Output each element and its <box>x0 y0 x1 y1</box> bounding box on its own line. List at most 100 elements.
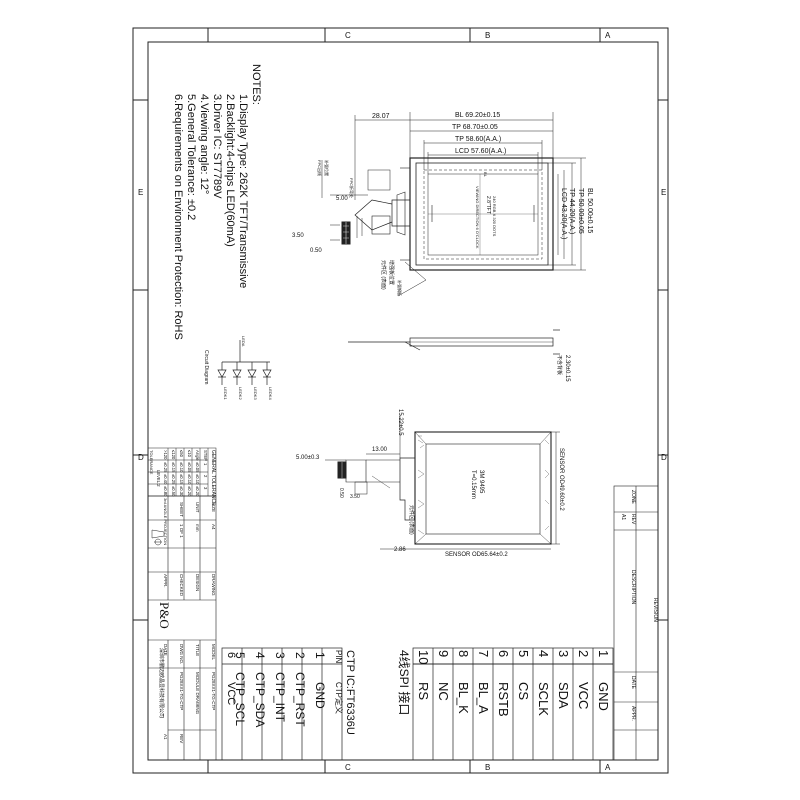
note-line: 3.Driver IC: ST7789V <box>211 94 223 199</box>
panel-size-label: 2.8"TFT <box>485 196 491 214</box>
rev-header: APPR. <box>630 706 636 721</box>
col-label: B <box>485 763 490 772</box>
tol-cell: ±0.10 <box>187 474 192 485</box>
company-logo: P&O <box>157 602 172 629</box>
ctp-pin-number: 3 <box>273 652 287 659</box>
dim-thickness: 2.30±0.15 <box>564 355 570 382</box>
tb-label: TITLE <box>195 644 200 656</box>
ctp-pin-number: 6 <box>225 652 237 658</box>
ctp-pin-name: CTP_SCL <box>233 672 247 726</box>
led-label: LEDK2 <box>238 387 243 400</box>
circuit-diagram <box>217 340 272 385</box>
tol-cell: STEP <box>203 450 208 461</box>
rev-header: DATE <box>630 676 636 690</box>
ctp-pin-number: 4 <box>253 652 267 659</box>
tol-cell: ≤50 <box>179 450 184 458</box>
col-label: A <box>605 31 611 40</box>
tol-cell: ±0.10 <box>195 474 200 485</box>
dimension-lines-top <box>321 112 586 271</box>
panel-resolution-label: 240 RGB X 320 DOTS <box>492 196 497 237</box>
tol-cell: ±0.80 <box>163 486 168 497</box>
notes-block: NOTES: 1.Display Type: 262K TFT/Transmis… <box>172 64 262 340</box>
fpc-note: 元件区 (表面) <box>408 505 415 535</box>
note-line: 1.Display Type: 262K TFT/Transmissive <box>237 94 249 288</box>
dim-sensor-width: SENSOR OD65.64±0.2 <box>445 552 508 558</box>
rev-header: ZONE <box>630 490 636 505</box>
rev-header: REV <box>630 514 636 525</box>
ctp-header: CTP定义 <box>334 682 344 714</box>
title-block-text: SIZE A4 UNIT mm SHEET 1 OF 1 3rd ANGLE P… <box>157 498 216 743</box>
tol-cell: ±0.15 <box>171 462 176 473</box>
led-label: LEDK1 <box>223 387 228 400</box>
tb-projection: 3rd ANGLE PROJECTION <box>163 498 168 545</box>
fpc-note: 补强位置 <box>324 160 330 176</box>
tb-label: REV <box>179 734 184 743</box>
col-label: C <box>345 763 351 772</box>
tb-label: DWG NO. <box>179 644 184 664</box>
note-line: 5.General Tolerance: ±0.2 <box>185 94 197 220</box>
tol-cell: Angle <box>195 450 200 461</box>
bl-marker: BL <box>483 172 488 178</box>
tb-dwg: PG28XX1-TG-CTP <box>179 672 184 710</box>
spi-pin-number: 4 <box>536 650 551 657</box>
dim-label: 0.50 <box>338 488 344 498</box>
led-label: LEDK3 <box>253 387 258 400</box>
tol-cell: ±0.10 <box>179 462 184 473</box>
dimension-lines-ctp <box>325 415 560 550</box>
tb-value: A4 <box>211 524 216 530</box>
spi-pin-name: VCC <box>576 682 591 709</box>
drawing-border <box>132 27 669 774</box>
ctp-table-title: CTP IC:FT6336U <box>344 650 356 735</box>
spi-pin-name: RSTB <box>496 682 511 717</box>
tol-cell: ±0.25 <box>171 474 176 485</box>
tol-cell: ±0.30 <box>179 486 184 497</box>
ctp-pin-name: VCC <box>225 682 237 705</box>
ctp-pin-text: PIN CTP定义 1 GND 2 CTP_RST 3 CTP_INT 4 CT… <box>225 650 356 735</box>
col-label: B <box>485 31 490 40</box>
border-labels: C B A C B A E D E D <box>138 31 667 772</box>
spi-pin-name: CS <box>516 682 531 700</box>
ctp-pin-number: 2 <box>293 652 307 659</box>
tb-label: CHECKED <box>179 574 184 597</box>
tol-cell: ±0.40 <box>163 474 168 485</box>
circuit-title: Circuit Diagram <box>203 350 209 384</box>
note-line: 6.Requirements on Environment Protection… <box>172 94 184 340</box>
circuit-top-label: LEDA <box>241 336 246 347</box>
rev-title: REVISION <box>652 598 658 622</box>
spi-pin-number: 9 <box>436 650 451 657</box>
tb-label: DESIGN <box>195 574 200 591</box>
tb-label: DRAWING <box>211 574 216 596</box>
dimension-labels-ctp: SENSOR OD65.64±0.2 SENSOR OD49.60±0.2 15… <box>296 409 564 558</box>
fpc-note: FPC折弯处 <box>349 178 355 198</box>
tb-value: mm <box>195 524 200 532</box>
tol-cell: 3 <box>203 487 208 490</box>
tb-label: MODEL <box>211 644 216 661</box>
circuit-labels: LEDA Circuit Diagram LEDK1 LEDK2 LEDK3 L… <box>203 336 273 400</box>
dim-sensor-height: SENSOR OD49.60±0.2 <box>558 448 564 511</box>
spi-table-title: 4线SPI 接口 <box>397 650 412 715</box>
title-block <box>147 495 217 761</box>
dim-label: 13.00 <box>372 447 388 453</box>
tol-cell: ±0.25 <box>163 462 168 473</box>
tolerance-title: GENERAL TOLERANCE <box>210 450 216 506</box>
tolerance-label: TOLERANCE <box>149 450 154 475</box>
row-label: E <box>661 188 666 197</box>
tol-cell: ±0.05 <box>195 462 200 473</box>
ctp-pin-number: 5 <box>233 652 247 659</box>
dimension-labels-top: BL 69.20±0.15 TP 68.70±0.05 TP 58.60(A.A… <box>292 112 593 254</box>
ctp-pin-name: CTP_INT <box>273 672 287 723</box>
ctp-header: PIN <box>334 650 343 664</box>
tolerance-text: GENERAL TOLERANCE TOLERANCE STEP 1 2 3 A… <box>149 450 216 506</box>
dim-bl-width: BL 69.20±0.15 <box>455 112 500 119</box>
tol-cell: 2 <box>203 475 208 478</box>
projection-symbol <box>151 529 165 546</box>
dim-tp-height: TP 50.00±0.05 <box>577 188 584 234</box>
top-view-notes: 2.8"TFT 240 RGB X 320 DOTS VIEWING DIREC… <box>317 160 497 296</box>
side-view-labels: 2.30±0.15 不含背板 <box>556 355 570 382</box>
spi-pin-name: GND <box>596 682 611 711</box>
spi-pin-table <box>412 647 614 761</box>
ctp-view <box>337 431 552 545</box>
spi-pin-number: 8 <box>456 650 471 657</box>
ctp-pin-name: CTP_RST <box>293 672 307 727</box>
notes-heading: NOTES: <box>250 64 262 105</box>
